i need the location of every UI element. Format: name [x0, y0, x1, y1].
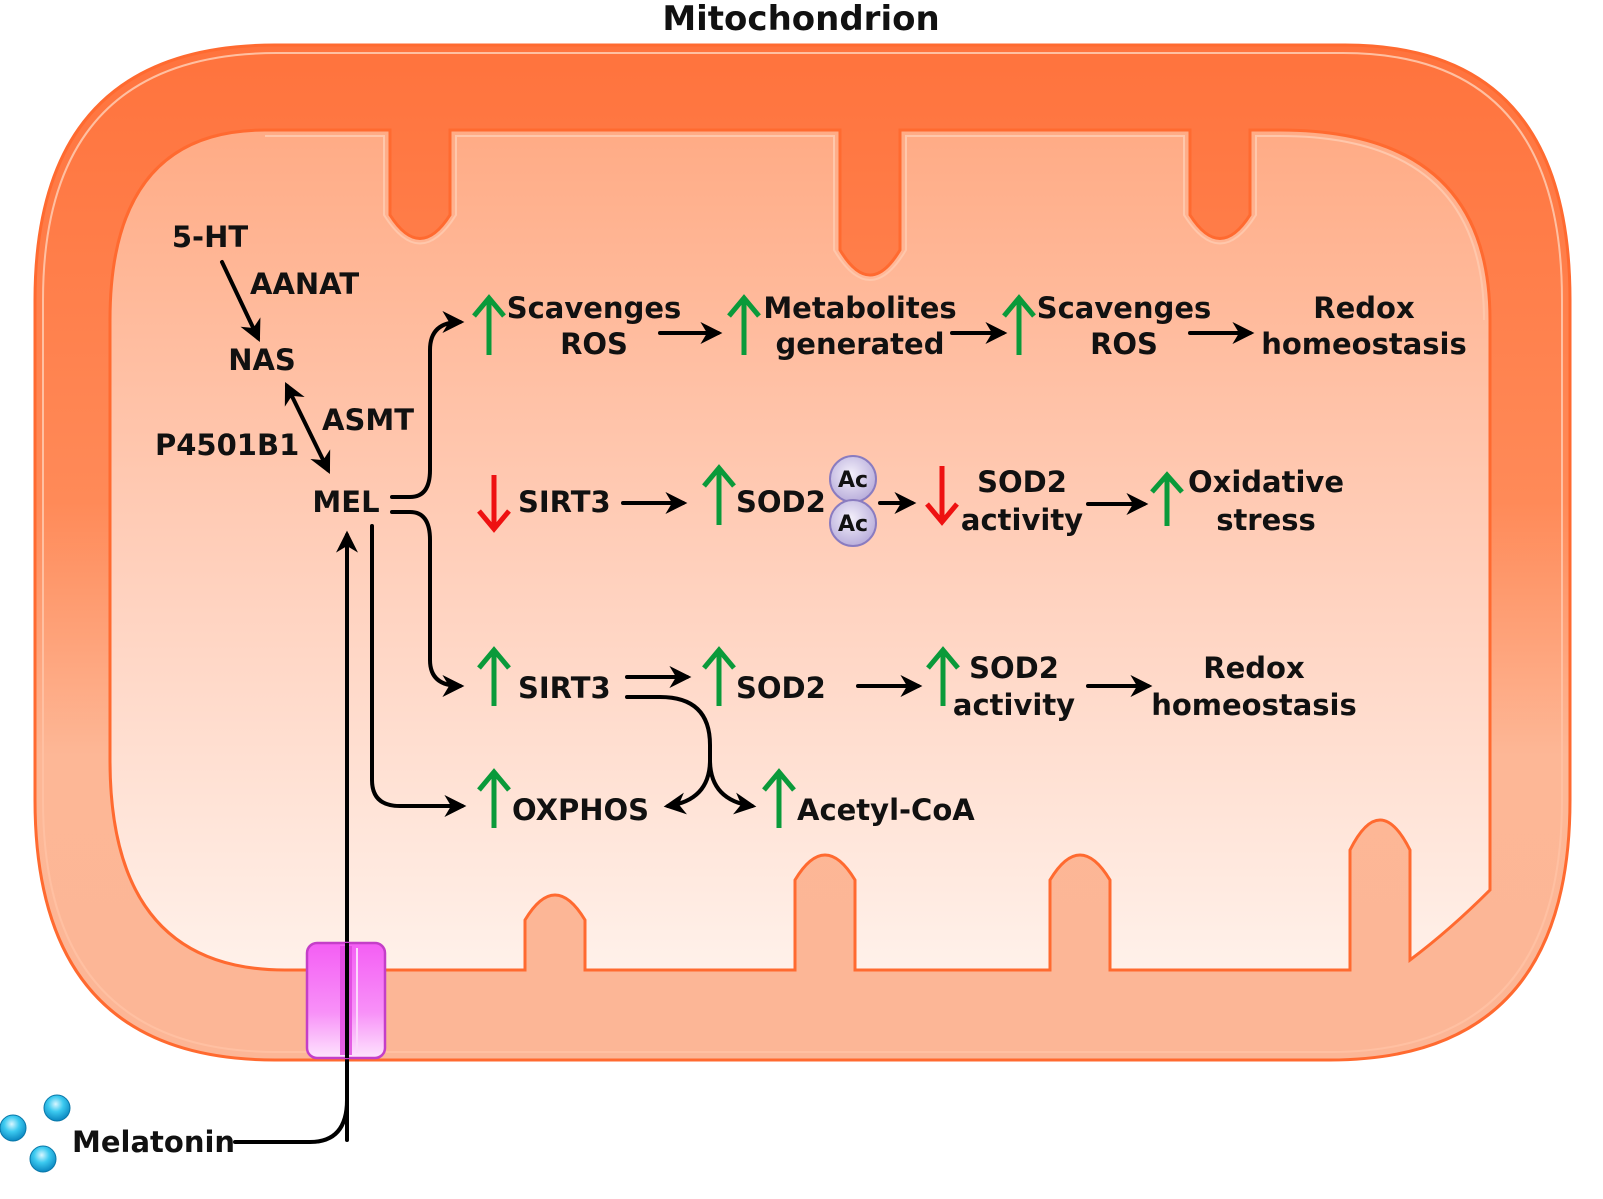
step-label: Scavenges [507, 291, 682, 325]
branch-to-sirt3-up [390, 510, 465, 697]
down-arrow-icon [477, 475, 511, 533]
melatonin-molecule-icon [0, 1114, 27, 1142]
up-arrow-icon [702, 464, 736, 525]
row-ros: Scavenges ROS Metabolites generated Scav… [472, 291, 1467, 361]
up-arrow-icon [477, 646, 511, 706]
up-arrow-icon [1002, 294, 1036, 355]
step-label: Redox [1313, 291, 1415, 325]
step-label: homeostasis [1151, 688, 1357, 722]
melatonin-molecule-icon [29, 1145, 57, 1173]
label-melatonin: Melatonin [72, 1125, 235, 1159]
step-label: Oxidative [1188, 465, 1344, 499]
up-arrow-icon [926, 646, 960, 706]
step-label: SOD2 [736, 671, 826, 705]
melatonin-molecules [0, 1094, 71, 1173]
step-label: Redox [1203, 651, 1305, 685]
up-arrow-icon [727, 294, 761, 355]
arrow-nas-mel [284, 382, 331, 474]
step-label: SOD2 [969, 651, 1059, 685]
membrane-transporter [305, 941, 387, 1060]
outer-membrane-highlight [42, 52, 1563, 1053]
step-label: SOD2 [736, 485, 826, 519]
step-label: Acetyl-CoA [797, 793, 975, 827]
arrow-5ht-to-nas [220, 260, 261, 342]
down-arrow-icon [925, 466, 959, 526]
mel-branches [233, 311, 467, 1144]
step-label: ROS [560, 327, 628, 361]
melatonin-import-line [233, 1098, 349, 1144]
step-label: SOD2 [977, 465, 1067, 499]
melatonin-molecule-icon [43, 1094, 71, 1122]
step-label: OXPHOS [512, 793, 649, 827]
step-label: generated [776, 327, 945, 361]
melatonin-synthesis: 5-HT AANAT NAS ASMT P4501B1 MEL [155, 220, 414, 519]
step-label: Metabolites [763, 291, 956, 325]
up-arrow-icon [472, 294, 506, 355]
step-label: activity [961, 503, 1083, 537]
step-label: SIRT3 [518, 671, 611, 705]
inner-membrane-matrix [108, 128, 1492, 972]
acetyl-group-badge: Ac [829, 455, 877, 503]
label-asmt: ASMT [322, 403, 414, 437]
up-arrow-icon [1150, 471, 1184, 526]
row-metabolism: OXPHOS Acetyl-CoA [477, 768, 975, 828]
sirt3-split-line [625, 695, 712, 762]
step-label: homeostasis [1261, 327, 1467, 361]
acetyl-group-badge: Ac [829, 499, 877, 547]
label-p4501b1: P4501B1 [155, 428, 299, 462]
step-label: Scavenges [1037, 291, 1212, 325]
label-mel: MEL [312, 485, 379, 519]
acetyl-label: Ac [838, 468, 868, 493]
step-label: ROS [1090, 327, 1158, 361]
arrow-to-acetyl-coa [708, 758, 757, 815]
diagram-title: Mitochondrion [662, 0, 939, 39]
label-5ht: 5-HT [172, 220, 248, 254]
label-aanat: AANAT [250, 267, 359, 301]
branch-to-oxphos [370, 524, 467, 817]
up-arrow-icon [477, 768, 511, 828]
acetyl-label: Ac [838, 512, 868, 537]
label-nas: NAS [228, 343, 296, 377]
inner-membrane-highlight [265, 135, 1485, 321]
step-label: stress [1216, 503, 1316, 537]
step-label: activity [953, 688, 1075, 722]
up-arrow-icon [702, 646, 736, 706]
row-sirt3-up: SIRT3 SOD2 SOD2 activity Redox homeostas… [477, 646, 1357, 815]
branch-to-ros [390, 311, 465, 499]
up-arrow-icon [762, 768, 796, 828]
step-label: SIRT3 [518, 485, 611, 519]
row-sirt3-down: SIRT3 SOD2 Ac Ac SOD2 activity Oxidative… [477, 455, 1344, 547]
